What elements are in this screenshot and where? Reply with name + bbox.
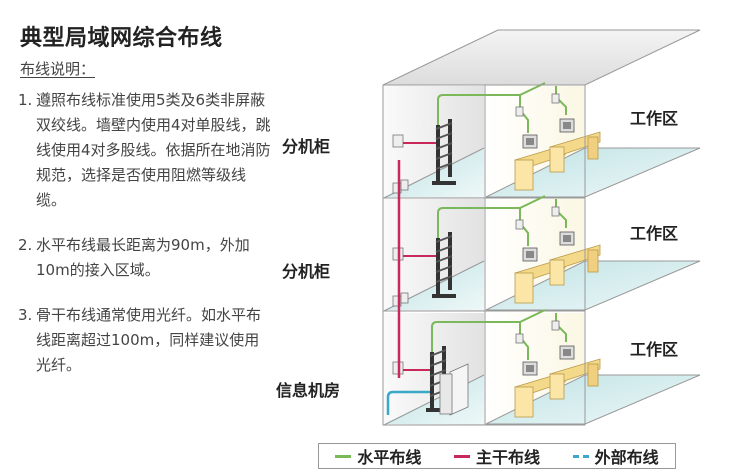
desk-leg [514, 272, 534, 304]
wall-outlet [551, 206, 560, 217]
rack-shelf [435, 152, 453, 160]
rack-shelf [429, 349, 447, 357]
horizontal-cable [431, 321, 485, 387]
desk-leg [514, 386, 534, 418]
desk-leg [549, 146, 565, 173]
rack-shelf [435, 265, 453, 273]
legend-label: 主干布线 [475, 448, 540, 467]
horizontal-cable [519, 322, 529, 360]
legend: 水平布线 主干布线 外部布线 [318, 443, 676, 469]
legend-item-horizontal: 水平布线 [335, 444, 421, 468]
external-cable [386, 390, 430, 415]
floor-label-cabinet-1: 分机柜 [282, 137, 331, 156]
floor-label-server-room: 信息机房 [276, 381, 341, 400]
rack-shelf [429, 369, 447, 377]
horizontal-cable [437, 207, 485, 273]
computer-screen [563, 349, 571, 356]
rack-post [430, 352, 434, 410]
section-subtitle: 布线说明： [20, 60, 96, 78]
desk-leg [549, 373, 565, 400]
computer-screen [526, 251, 534, 258]
rack-shelf [435, 235, 453, 243]
rack-shelf [435, 245, 453, 253]
legend-label: 外部布线 [594, 448, 659, 467]
rack-base [426, 408, 450, 412]
patch-panel-box [392, 134, 404, 148]
note-text: 骨干布线通常使用光纤。如水平布线距离超过100m，同样建议使用光纤。 [36, 306, 262, 374]
computer-screen [526, 365, 534, 372]
work-area-label-1: 工作区 [630, 109, 679, 128]
note-item: 3. 骨干布线通常使用光纤。如水平布线距离超过100m，同样建议使用光纤。 [18, 303, 273, 378]
legend-item-backbone: 主干布线 [453, 444, 540, 468]
rack-post [448, 119, 452, 177]
note-number: 3. [18, 306, 33, 324]
wall-outlet [551, 93, 560, 104]
wall-outlet [551, 320, 560, 331]
splice-box [400, 292, 409, 304]
splice-box [400, 179, 409, 191]
rack-shelf [435, 142, 453, 150]
horizontal-cable [555, 86, 567, 115]
horizontal-cable [555, 313, 567, 342]
rack-shelf [435, 275, 453, 283]
legend-label: 水平布线 [357, 448, 422, 467]
desk-leg [587, 249, 599, 273]
rack-shelf [435, 162, 453, 170]
horizontal-cable [519, 95, 529, 133]
note-text: 遵照布线标准使用5类及6类非屏蔽双绞线。墙壁内使用4对单股线，跳线使用4对多股线… [36, 91, 271, 209]
notes-list: 1. 遵照布线标准使用5类及6类非屏蔽双绞线。墙壁内使用4对单股线，跳线使用4对… [18, 88, 273, 378]
note-item: 1. 遵照布线标准使用5类及6类非屏蔽双绞线。墙壁内使用4对单股线，跳线使用4对… [18, 88, 273, 213]
rack-base [432, 294, 456, 298]
building-frame [382, 84, 586, 426]
rack-base [432, 181, 456, 185]
horizontal-cable [437, 94, 485, 160]
horizontal-cable [519, 208, 529, 246]
wall-outlet [515, 219, 524, 230]
roof-slab [382, 29, 701, 86]
desk-leg [549, 259, 565, 286]
server-cabinet [449, 363, 469, 416]
work-area-label-3: 工作区 [630, 340, 679, 359]
horizontal-cable [555, 199, 567, 228]
rack-shelf [435, 255, 453, 263]
legend-swatch-horizontal [335, 454, 352, 458]
work-area-label-2: 工作区 [630, 224, 679, 243]
computer-screen [563, 235, 571, 242]
desk-leg [587, 136, 599, 160]
desk-leg [587, 363, 599, 387]
wall-outlet [515, 333, 524, 344]
note-number: 2. [18, 236, 33, 254]
wall-outlet [515, 106, 524, 117]
note-number: 1. [18, 91, 33, 109]
legend-item-external: 外部布线 [572, 444, 659, 468]
server-cabinet-front [439, 373, 453, 415]
desk-leg [514, 159, 534, 191]
note-text: 水平布线最长距离为90m，外加10m的接入区域。 [36, 236, 250, 279]
rack-post [436, 238, 440, 296]
note-item: 2. 水平布线最长距离为90m，外加10m的接入区域。 [18, 233, 273, 283]
computer-screen [526, 138, 534, 145]
floor-label-cabinet-2: 分机柜 [282, 262, 331, 281]
rack-shelf [435, 132, 453, 140]
legend-swatch-backbone [453, 454, 470, 458]
rack-shelf [429, 359, 447, 367]
page-title: 典型局域网综合布线 [20, 26, 223, 51]
rack-post [436, 125, 440, 183]
rack-post [448, 232, 452, 290]
legend-swatch-external [572, 454, 589, 458]
computer-screen [563, 122, 571, 129]
rack-shelf [435, 122, 453, 130]
